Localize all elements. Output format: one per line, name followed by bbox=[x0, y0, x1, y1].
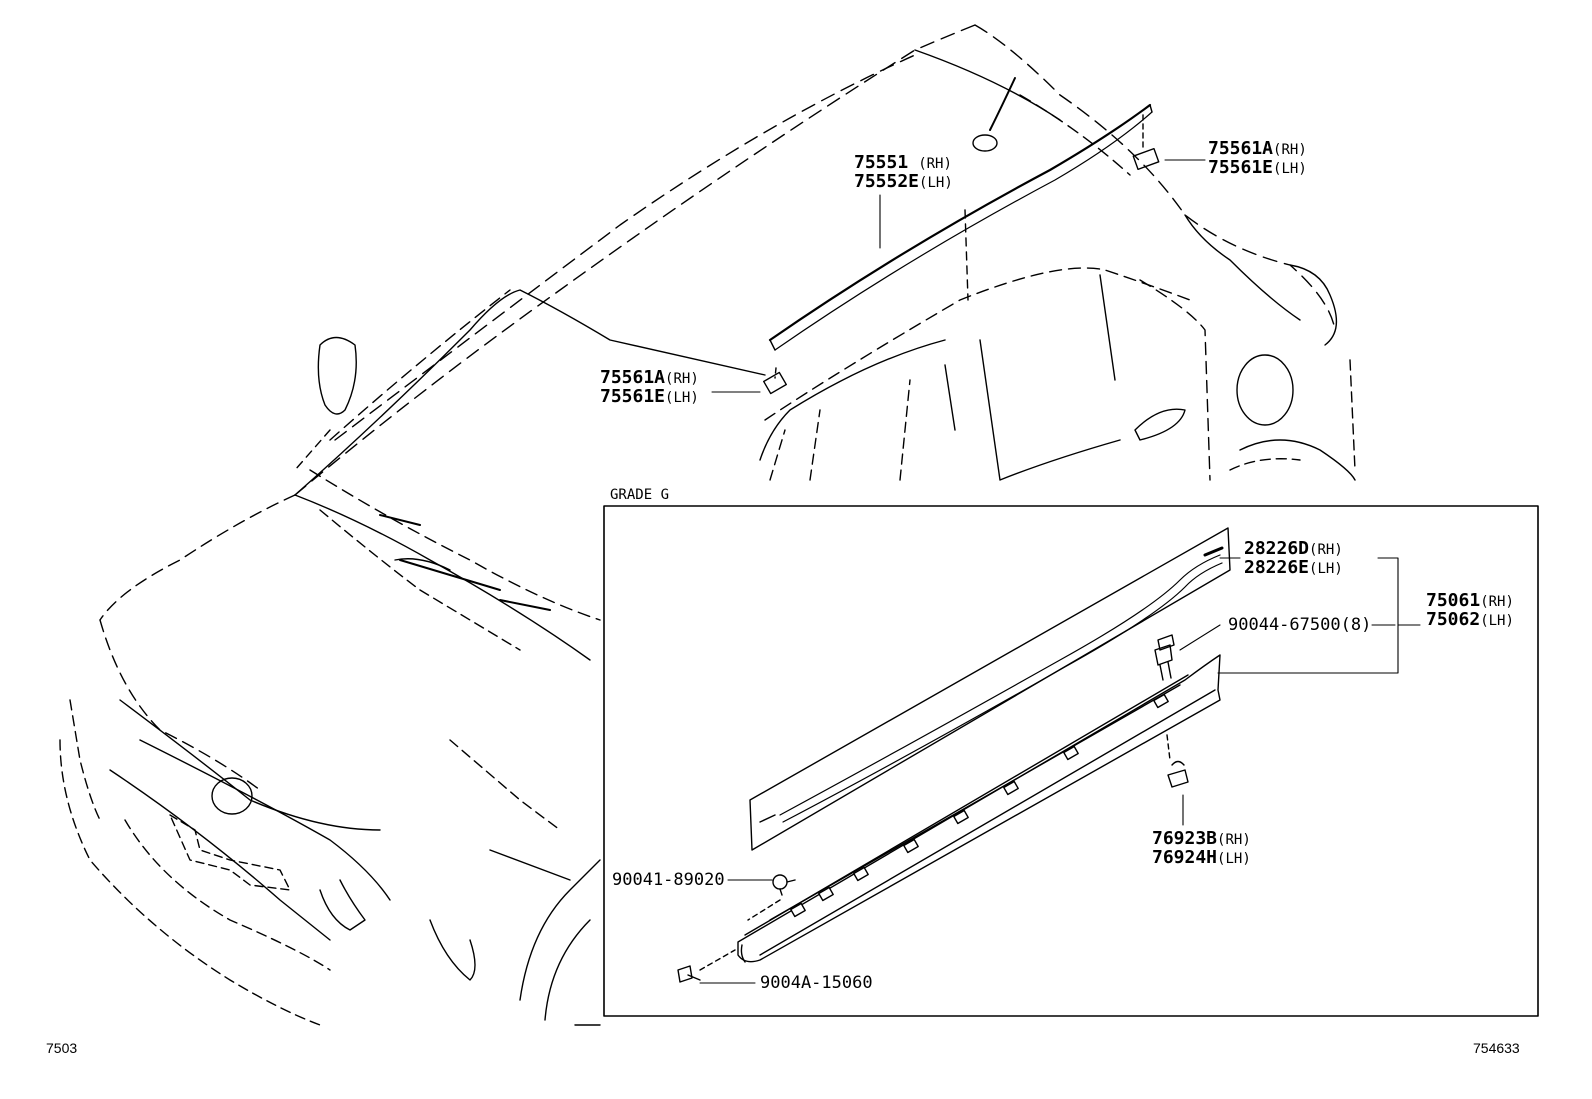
part-number: 28226E bbox=[1244, 557, 1310, 578]
part-side: (RH) bbox=[1217, 832, 1251, 848]
part-number: 75561A bbox=[600, 367, 666, 388]
part-side: (RH) bbox=[1309, 542, 1343, 558]
callout-screw-9004A: 9004A-15060 bbox=[760, 974, 873, 992]
part-side: (LH) bbox=[1480, 613, 1514, 629]
vehicle-outline bbox=[59, 24, 1356, 1026]
part-number: 76923B bbox=[1152, 828, 1218, 849]
part-number: 75062 bbox=[1426, 609, 1481, 630]
part-qty: (8) bbox=[1340, 615, 1372, 635]
part-side: (LH) bbox=[665, 390, 699, 406]
part-number: 28226D bbox=[1244, 538, 1310, 559]
callout-garnish: 28226D(RH) 28226E(LH) bbox=[1244, 540, 1343, 578]
part-side: (LH) bbox=[1309, 561, 1343, 577]
clip-76923-icon bbox=[1166, 734, 1189, 788]
clip-front-icon bbox=[763, 367, 787, 395]
callout-clip-90041: 90041-89020 bbox=[612, 871, 725, 889]
leader-lines-top bbox=[711, 159, 1206, 393]
part-side: (LH) bbox=[1217, 851, 1251, 867]
part-number: 75551 bbox=[854, 152, 909, 173]
clip-rear-icon bbox=[1132, 114, 1160, 171]
part-number: 75061 bbox=[1426, 590, 1481, 611]
diagram-code-right: 754633 bbox=[1473, 1040, 1520, 1056]
part-side: (LH) bbox=[919, 175, 953, 191]
inset-frame bbox=[603, 505, 1539, 1017]
part-side: (RH) bbox=[1273, 142, 1307, 158]
callout-roof-molding: 75551 (RH) 75552E(LH) bbox=[854, 154, 953, 192]
callout-clip-90044: 90044-67500(8) bbox=[1228, 616, 1371, 634]
part-number: 76924H bbox=[1152, 847, 1218, 868]
part-number: 75561E bbox=[600, 386, 666, 407]
clip-90041-icon bbox=[747, 874, 796, 921]
callout-front-clip: 75561A(RH) 75561E(LH) bbox=[600, 369, 699, 407]
part-number: 90041-89020 bbox=[612, 870, 725, 890]
callout-clip-76923: 76923B(RH) 76924H(LH) bbox=[1152, 830, 1251, 868]
diagram-code-left: 7503 bbox=[46, 1040, 78, 1056]
roof-molding bbox=[768, 103, 1153, 351]
part-side: (RH) bbox=[918, 156, 952, 172]
side-garnish-strip bbox=[749, 527, 1231, 851]
rocker-panel bbox=[737, 654, 1221, 963]
part-number: 75561A bbox=[1208, 138, 1274, 159]
part-number: 75561E bbox=[1208, 157, 1274, 178]
part-number: 9004A-15060 bbox=[760, 973, 873, 993]
part-side: (RH) bbox=[665, 371, 699, 387]
screw-9004A-icon bbox=[677, 949, 736, 983]
callout-rear-clip: 75561A(RH) 75561E(LH) bbox=[1208, 140, 1307, 178]
clip-90044-icon bbox=[1154, 634, 1175, 681]
callout-rocker: 75061(RH) 75062(LH) bbox=[1426, 592, 1514, 630]
part-number: 75552E bbox=[854, 171, 920, 192]
leader-lines-inset bbox=[699, 557, 1421, 984]
part-side: (RH) bbox=[1480, 594, 1514, 610]
part-side: (LH) bbox=[1273, 161, 1307, 177]
part-number: 90044-67500 bbox=[1228, 615, 1341, 635]
inset-title: GRADE G bbox=[610, 487, 670, 503]
